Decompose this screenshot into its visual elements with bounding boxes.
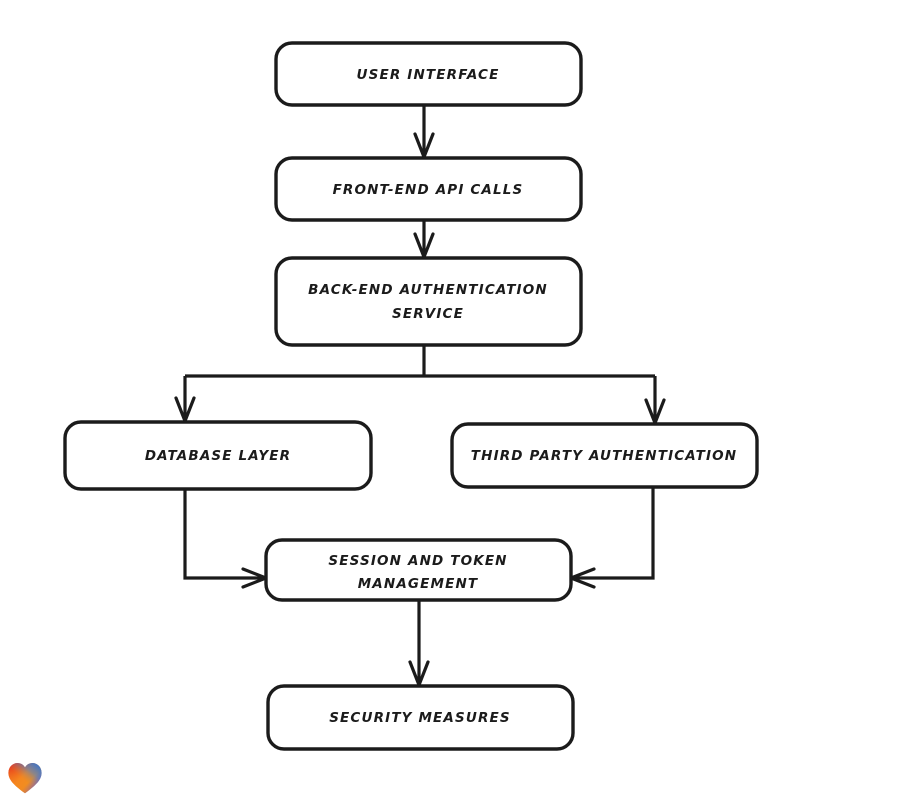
edge-backend-to-thirdparty	[644, 376, 666, 425]
edge-ui-to-api	[413, 105, 435, 159]
node-third-party-auth-label: THIRD PARTY AUTHENTICATION	[471, 448, 737, 464]
node-front-end-api-calls-label: FRONT-END API CALLS	[333, 182, 524, 198]
node-user-interface[interactable]: USER INTERFACE	[274, 41, 583, 107]
heart-icon	[8, 763, 42, 794]
heart-icon-overlay	[8, 763, 42, 794]
node-user-interface-label: USER INTERFACE	[357, 67, 500, 83]
node-user-interface-shape	[274, 41, 583, 107]
node-back-end-auth-service-shape	[274, 256, 583, 347]
node-security-measures-label: SECURITY MEASURES	[329, 710, 511, 726]
node-back-end-auth-service-label-line2: SERVICE	[392, 306, 464, 322]
node-database-layer-shape	[63, 420, 373, 491]
edge-backend-to-database	[174, 376, 196, 423]
edge-session-to-security	[408, 600, 430, 687]
node-third-party-auth[interactable]: THIRD PARTY AUTHENTICATION	[450, 422, 759, 489]
node-session-token-mgmt-label-line2: MANAGEMENT	[358, 576, 479, 592]
node-front-end-api-calls[interactable]: FRONT-END API CALLS	[274, 156, 583, 222]
node-front-end-api-calls-shape	[274, 156, 583, 222]
node-database-layer[interactable]: DATABASE LAYER	[63, 420, 373, 491]
node-security-measures-shape	[266, 684, 575, 751]
node-third-party-auth-shape	[450, 422, 759, 489]
node-session-token-mgmt[interactable]: SESSION AND TOKEN MANAGEMENT	[264, 538, 573, 602]
node-database-layer-label: DATABASE LAYER	[145, 448, 291, 464]
node-back-end-auth-service-label-line1: BACK-END AUTHENTICATION	[308, 282, 548, 298]
node-back-end-auth-service[interactable]: BACK-END AUTHENTICATION SERVICE	[274, 256, 583, 347]
edge-database-to-session	[183, 489, 268, 589]
edge-thirdparty-to-session	[569, 487, 655, 589]
edge-backend-split-trunk	[185, 345, 655, 378]
edge-api-to-backend	[413, 220, 435, 259]
node-session-token-mgmt-label-line1: SESSION AND TOKEN	[328, 553, 507, 569]
node-session-token-mgmt-shape	[264, 538, 573, 602]
node-security-measures[interactable]: SECURITY MEASURES	[266, 684, 575, 751]
